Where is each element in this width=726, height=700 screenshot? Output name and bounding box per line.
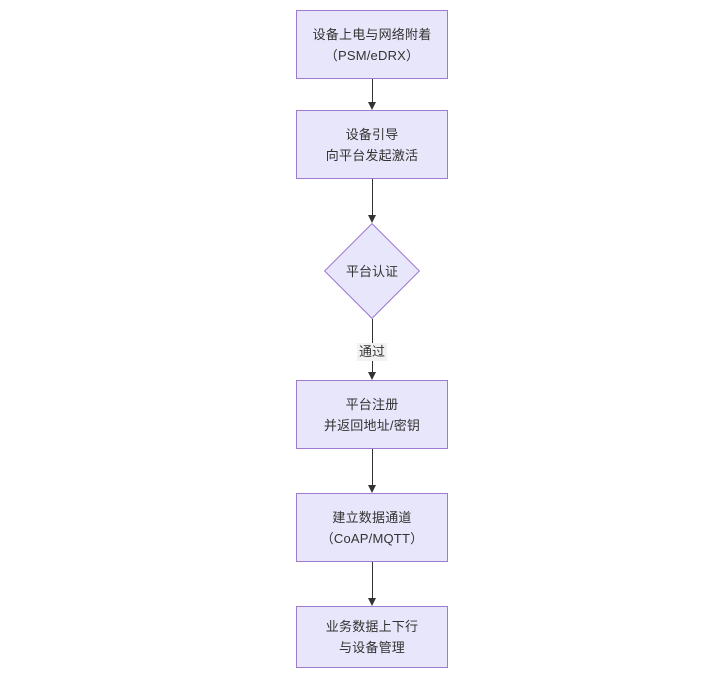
connector-power-on-to-bootstrap: [368, 79, 376, 110]
arrowhead-icon: [368, 215, 376, 223]
node-power-on-line2: （PSM/eDRX）: [324, 47, 420, 63]
node-data-channel-line2: （CoAP/MQTT）: [320, 530, 424, 546]
connector-line: [372, 562, 373, 598]
node-bootstrap[interactable]: 设备引导 向平台发起激活: [296, 110, 448, 179]
node-power-on[interactable]: 设备上电与网络附着 （PSM/eDRX）: [296, 10, 448, 79]
connector-line: [372, 449, 373, 485]
arrowhead-icon: [368, 102, 376, 110]
node-platform-auth[interactable]: 平台认证: [323, 222, 421, 320]
node-platform-auth-label: 平台认证: [345, 263, 398, 279]
edge-label-pass: 通过: [357, 343, 388, 361]
node-platform-register-line1: 平台注册: [345, 396, 399, 412]
connector-data-channel-to-business-data: [368, 562, 376, 606]
connector-bootstrap-to-platform-auth: [368, 179, 376, 223]
node-business-data-line1: 业务数据上下行: [325, 619, 419, 634]
connector-line: [372, 179, 373, 215]
arrowhead-icon: [368, 485, 376, 493]
node-platform-register-line2: 并返回地址/密钥: [323, 417, 421, 433]
node-power-on-line1: 设备上电与网络附着: [312, 26, 432, 42]
node-data-channel[interactable]: 建立数据通道 （CoAP/MQTT）: [296, 493, 448, 562]
node-bootstrap-line2: 向平台发起激活: [325, 147, 419, 163]
connector-line: [372, 79, 373, 102]
node-bootstrap-line1: 设备引导: [345, 126, 399, 142]
node-business-data[interactable]: 业务数据上下行 与设备管理: [296, 606, 448, 668]
node-data-channel-line1: 建立数据通道: [332, 509, 412, 525]
node-platform-register[interactable]: 平台注册 并返回地址/密钥: [296, 380, 448, 449]
node-business-data-line2: 与设备管理: [338, 640, 405, 655]
arrowhead-icon: [368, 372, 376, 380]
arrowhead-icon: [368, 598, 376, 606]
connector-register-to-data-channel: [368, 449, 376, 493]
